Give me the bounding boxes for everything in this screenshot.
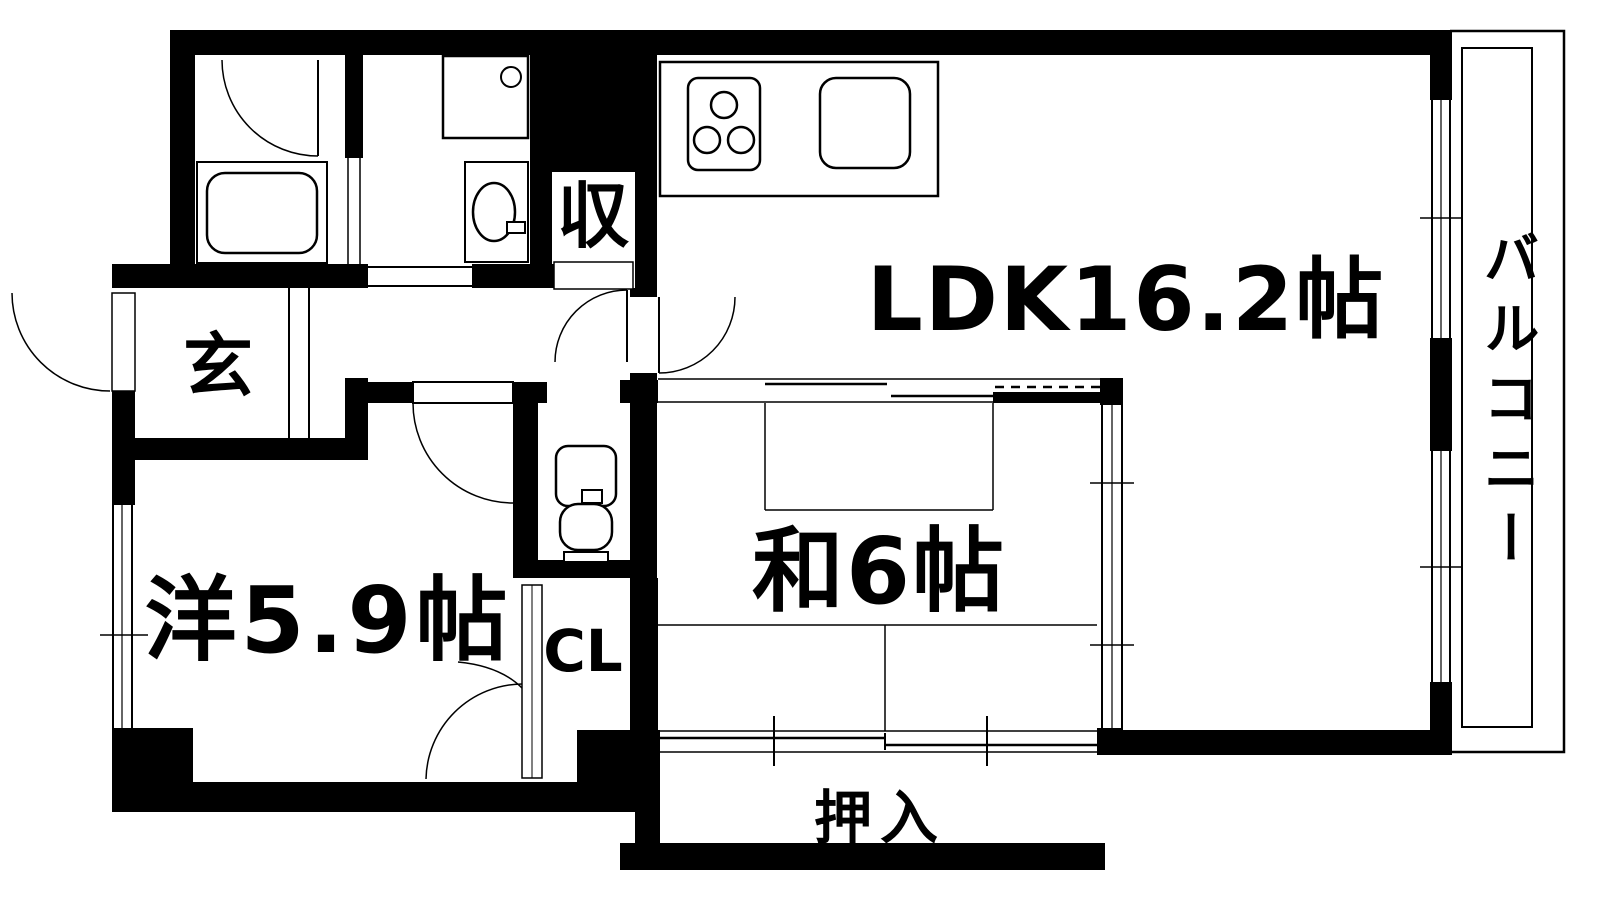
wall-storage-right <box>635 172 657 289</box>
balcony-inner-edge <box>1461 47 1533 728</box>
label-entrance: 玄 <box>183 325 253 407</box>
wall-westdoor-left <box>345 382 413 403</box>
closet-folding-door <box>425 584 543 780</box>
wall-top <box>170 30 1450 55</box>
sliding-tracks <box>658 378 1102 766</box>
wall-closet-corner <box>577 730 660 812</box>
wall-western-left-upper <box>112 460 135 505</box>
washing-machine-pan-icon <box>441 54 530 140</box>
label-japanese-room: 和6帖 <box>751 518 1007 625</box>
wall-right-top <box>1430 30 1452 100</box>
ldk-door <box>658 296 736 374</box>
wall-storage-left <box>530 172 552 288</box>
bathtub-icon <box>196 161 328 264</box>
bathroom-door <box>221 59 361 264</box>
oshiire-track <box>658 716 1102 766</box>
wall-washitsu-ne <box>1100 378 1123 405</box>
wall-toilet-west <box>513 382 538 578</box>
wall-inner-west <box>630 373 657 733</box>
wall-western-corner <box>112 728 193 785</box>
wall-bath-washroom <box>345 54 363 158</box>
washroom-opening <box>368 266 472 287</box>
toilet-icon <box>554 444 618 563</box>
wall-washitsu-nw <box>620 380 658 403</box>
western-room-door <box>412 381 514 504</box>
washbasin-icon <box>464 161 529 263</box>
wall-bath-left <box>170 30 195 266</box>
wall-washitsu-dash-bar <box>993 392 1102 403</box>
washitsu-top-track <box>658 378 1100 403</box>
balcony-outline <box>1450 29 1566 754</box>
label-balcony: バルコニー <box>1474 229 1539 579</box>
wall-entrance-top <box>112 264 368 288</box>
window-western-left <box>100 505 148 728</box>
tatami-lines <box>658 403 1097 731</box>
fixtures <box>196 54 940 563</box>
wall-storage-block <box>530 30 657 172</box>
label-western-room: 洋5.9帖 <box>144 567 512 674</box>
walls <box>112 30 1452 870</box>
windows <box>100 100 1462 728</box>
wall-right-mid <box>1430 338 1452 451</box>
toilet-door <box>554 289 628 363</box>
window-balcony-upper <box>1420 100 1462 338</box>
wall-ldk-bottom <box>1102 730 1450 755</box>
wall-entrance-bottom <box>112 438 368 460</box>
wall-bottom-west <box>112 782 577 812</box>
window-washitsu-east <box>1090 405 1134 728</box>
wall-toilet-bottom <box>513 560 640 578</box>
label-closet: CL <box>543 617 623 685</box>
storage-shelf <box>553 261 634 290</box>
entry-door <box>11 292 136 392</box>
wall-bottom-south <box>620 843 1105 870</box>
label-futon-closet: 押入 <box>813 784 947 852</box>
sink-icon <box>818 76 912 170</box>
window-balcony-lower <box>1420 451 1462 682</box>
kitchen-counter <box>658 60 940 198</box>
label-storage: 収 <box>556 174 630 258</box>
doors <box>11 59 736 780</box>
label-ldk: LDK16.2帖 <box>866 248 1386 351</box>
wall-right-bottom <box>1430 682 1452 755</box>
wall-ldkdoor-stub <box>630 288 657 297</box>
stove-icon <box>686 76 762 172</box>
balcony-outer-edge <box>1450 29 1566 754</box>
entrance-step-lines <box>288 287 310 438</box>
